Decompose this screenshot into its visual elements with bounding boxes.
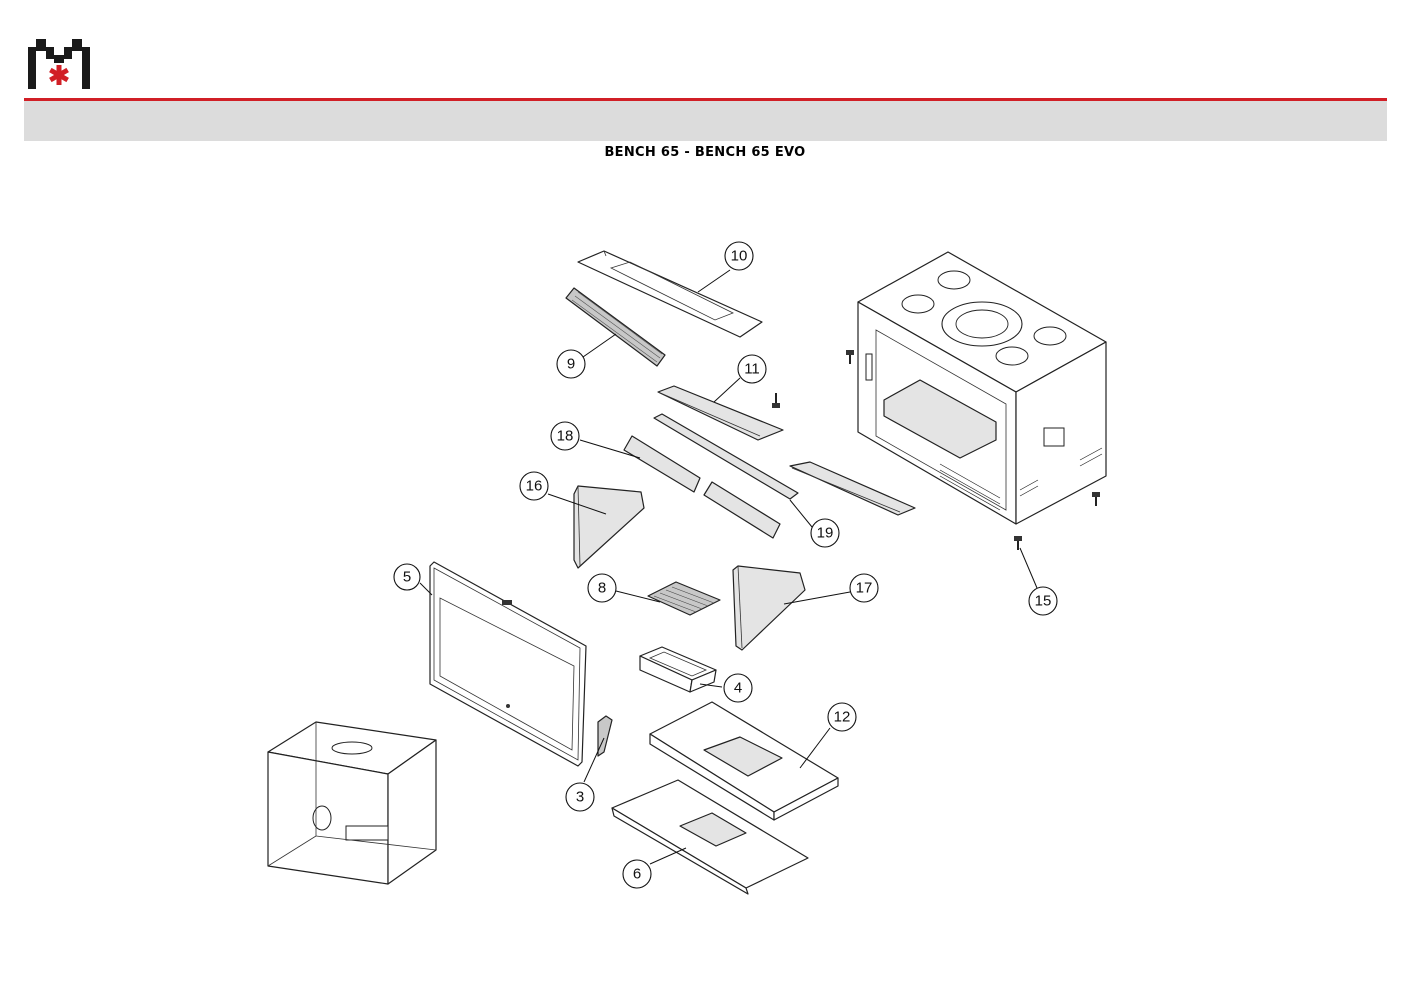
callout-6: 6 xyxy=(622,859,652,889)
svg-text:11: 11 xyxy=(744,361,760,378)
callout-17: 17 xyxy=(849,573,879,603)
part-18-bricks xyxy=(623,435,781,539)
svg-text:8: 8 xyxy=(598,580,606,597)
svg-text:18: 18 xyxy=(557,428,574,445)
leader-lines xyxy=(419,269,1038,865)
svg-text:3: 3 xyxy=(576,789,584,806)
callout-5: 5 xyxy=(393,563,421,591)
part-19-bar xyxy=(653,413,799,500)
side-base-plate xyxy=(789,461,916,516)
part-9-grid-panel xyxy=(565,287,666,367)
svg-text:12: 12 xyxy=(834,709,851,726)
svg-text:4: 4 xyxy=(734,680,742,697)
callout-9: 9 xyxy=(556,349,586,379)
part-4-ash-pan xyxy=(639,646,717,693)
part-8-grate xyxy=(647,581,721,616)
callout-8: 8 xyxy=(587,573,617,603)
svg-text:15: 15 xyxy=(1035,593,1052,610)
part-17-side-panel xyxy=(732,565,806,651)
part-11-deflector xyxy=(657,385,784,441)
callout-3: 3 xyxy=(565,782,595,812)
svg-text:9: 9 xyxy=(567,356,575,373)
company-logo-icon xyxy=(28,39,90,89)
screw-icon xyxy=(1092,492,1100,506)
callout-15: 15 xyxy=(1028,586,1058,616)
callout-19: 19 xyxy=(810,518,840,548)
part-5-door xyxy=(429,561,587,767)
svg-text:10: 10 xyxy=(731,248,748,265)
svg-text:17: 17 xyxy=(856,580,873,597)
callout-12: 12 xyxy=(827,702,857,732)
svg-text:5: 5 xyxy=(403,569,411,586)
part-10-top-plate xyxy=(577,250,763,338)
screw-icon xyxy=(1014,536,1022,550)
callout-4: 4 xyxy=(723,673,753,703)
part-3-handle xyxy=(597,715,613,757)
header-red-line xyxy=(24,98,1387,101)
header-grey-bar xyxy=(24,101,1387,141)
svg-text:6: 6 xyxy=(633,866,641,883)
svg-text:16: 16 xyxy=(526,478,543,495)
callout-10: 10 xyxy=(724,241,754,271)
callout-18: 18 xyxy=(550,421,580,451)
stove-body xyxy=(857,251,1107,525)
part-12-bottom-frame xyxy=(649,701,839,821)
svg-text:19: 19 xyxy=(817,525,834,542)
screw-icon xyxy=(772,393,780,408)
screw-icon xyxy=(846,350,854,364)
callout-11: 11 xyxy=(737,354,767,384)
outer-housing-box xyxy=(267,721,437,885)
part-16-side-panel xyxy=(573,485,645,569)
page-title: BENCH 65 - BENCH 65 EVO xyxy=(604,145,806,160)
callout-16: 16 xyxy=(519,471,549,501)
